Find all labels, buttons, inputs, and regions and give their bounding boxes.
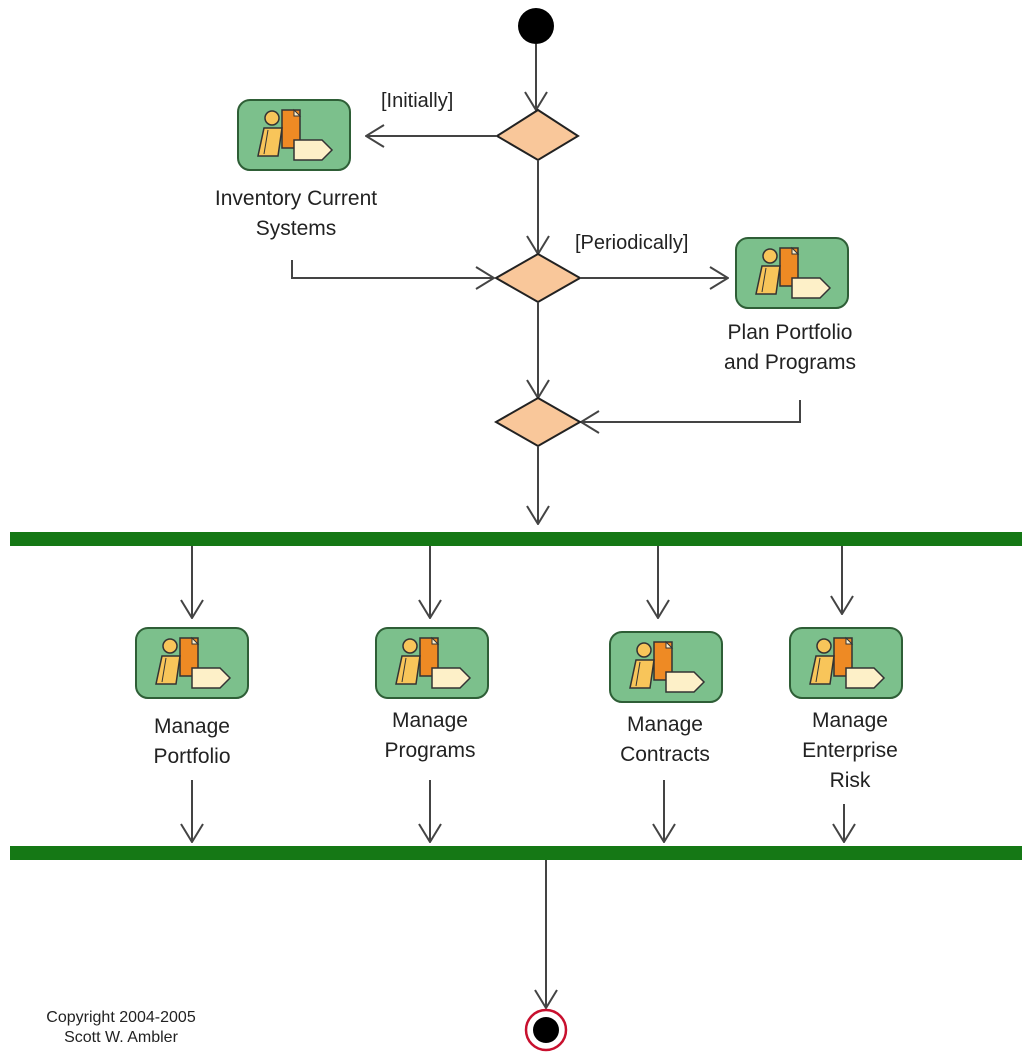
plan-activity-icon <box>735 237 849 309</box>
decision-node-1 <box>495 108 580 162</box>
programs-activity-icon <box>375 627 489 699</box>
risk-label-line3: Risk <box>829 769 871 792</box>
portfolio-activity-icon <box>135 627 249 699</box>
inventory-activity-label: Inventory Current Systems <box>186 184 406 244</box>
plan-label-line1: Plan Portfolio <box>727 321 853 344</box>
inventory-activity-icon <box>237 99 351 171</box>
risk-label-line2: Enterprise <box>802 739 898 762</box>
contracts-activity-label: Manage Contracts <box>590 710 740 770</box>
programs-activity-label: Manage Programs <box>360 706 500 766</box>
join-bar <box>10 846 1022 860</box>
copyright-notice: Copyright 2004-2005 Scott W. Ambler <box>12 1008 230 1048</box>
contracts-label-line2: Contracts <box>620 743 710 766</box>
risk-activity-label: Manage Enterprise Risk <box>775 706 925 796</box>
guard-periodically: [Periodically] <box>575 232 689 254</box>
programs-label-line2: Programs <box>384 739 476 762</box>
programs-label-line1: Manage <box>392 709 468 732</box>
flow-inventory-to-decision2 <box>291 260 494 278</box>
plan-label-line2: and Programs <box>724 351 856 374</box>
contracts-label-line1: Manage <box>627 713 703 736</box>
final-node-center <box>533 1017 559 1043</box>
plan-activity-label: Plan Portfolio and Programs <box>690 318 890 378</box>
decision-node-2 <box>493 252 583 304</box>
copyright-line2: Scott W. Ambler <box>64 1029 178 1046</box>
fork-bar <box>10 532 1022 546</box>
portfolio-label-line1: Manage <box>154 715 230 738</box>
risk-activity-icon <box>789 627 903 699</box>
risk-label-line1: Manage <box>812 709 888 732</box>
portfolio-label-line2: Portfolio <box>153 745 231 768</box>
copyright-line1: Copyright 2004-2005 <box>46 1009 196 1026</box>
flow-plan-to-decision3 <box>581 400 801 422</box>
decision-node-3 <box>493 396 583 448</box>
inventory-label-line1: Inventory Current <box>214 187 378 210</box>
initial-node <box>518 8 554 44</box>
contracts-activity-icon <box>609 631 723 703</box>
portfolio-activity-label: Manage Portfolio <box>122 712 262 772</box>
guard-initially: [Initially] <box>381 90 454 112</box>
inventory-label-line2: Systems <box>255 217 337 240</box>
